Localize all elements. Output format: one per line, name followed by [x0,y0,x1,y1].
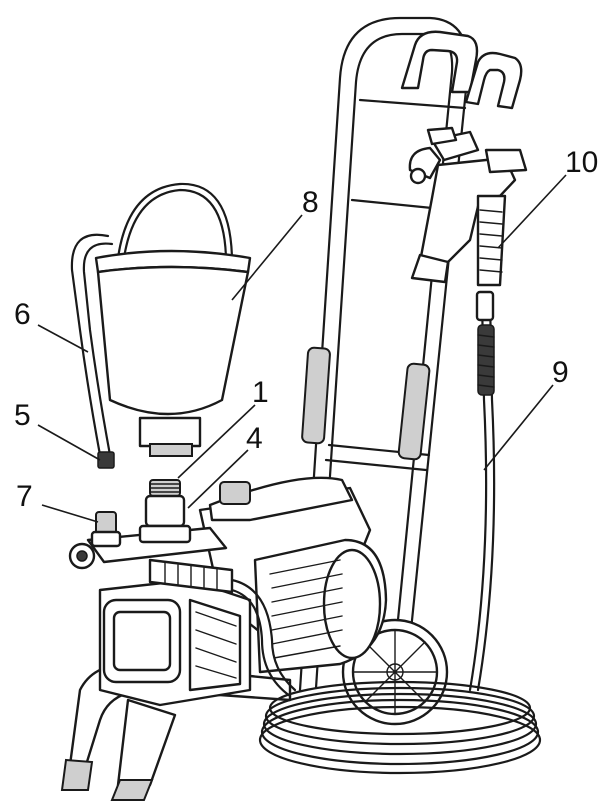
paint-cup [94,182,252,457]
callout-labels: 1 4 5 6 7 8 9 10 [14,146,598,513]
callout-5: 5 [14,399,31,432]
callout-6: 6 [14,298,31,331]
pressure-control-knob [90,511,122,548]
callout-7: 7 [16,480,33,513]
spray-hose [468,290,496,692]
coiled-hose [258,680,542,775]
callout-9: 9 [552,356,569,389]
spray-gun [408,126,528,287]
callout-4: 4 [246,422,263,455]
callout-8: 8 [302,186,319,219]
callout-1: 1 [252,376,269,409]
inlet-valve [138,479,192,544]
suction-tube [70,233,115,469]
callout-leaders [37,174,567,523]
callout-10: 10 [565,146,598,179]
pump-unit [68,476,388,707]
